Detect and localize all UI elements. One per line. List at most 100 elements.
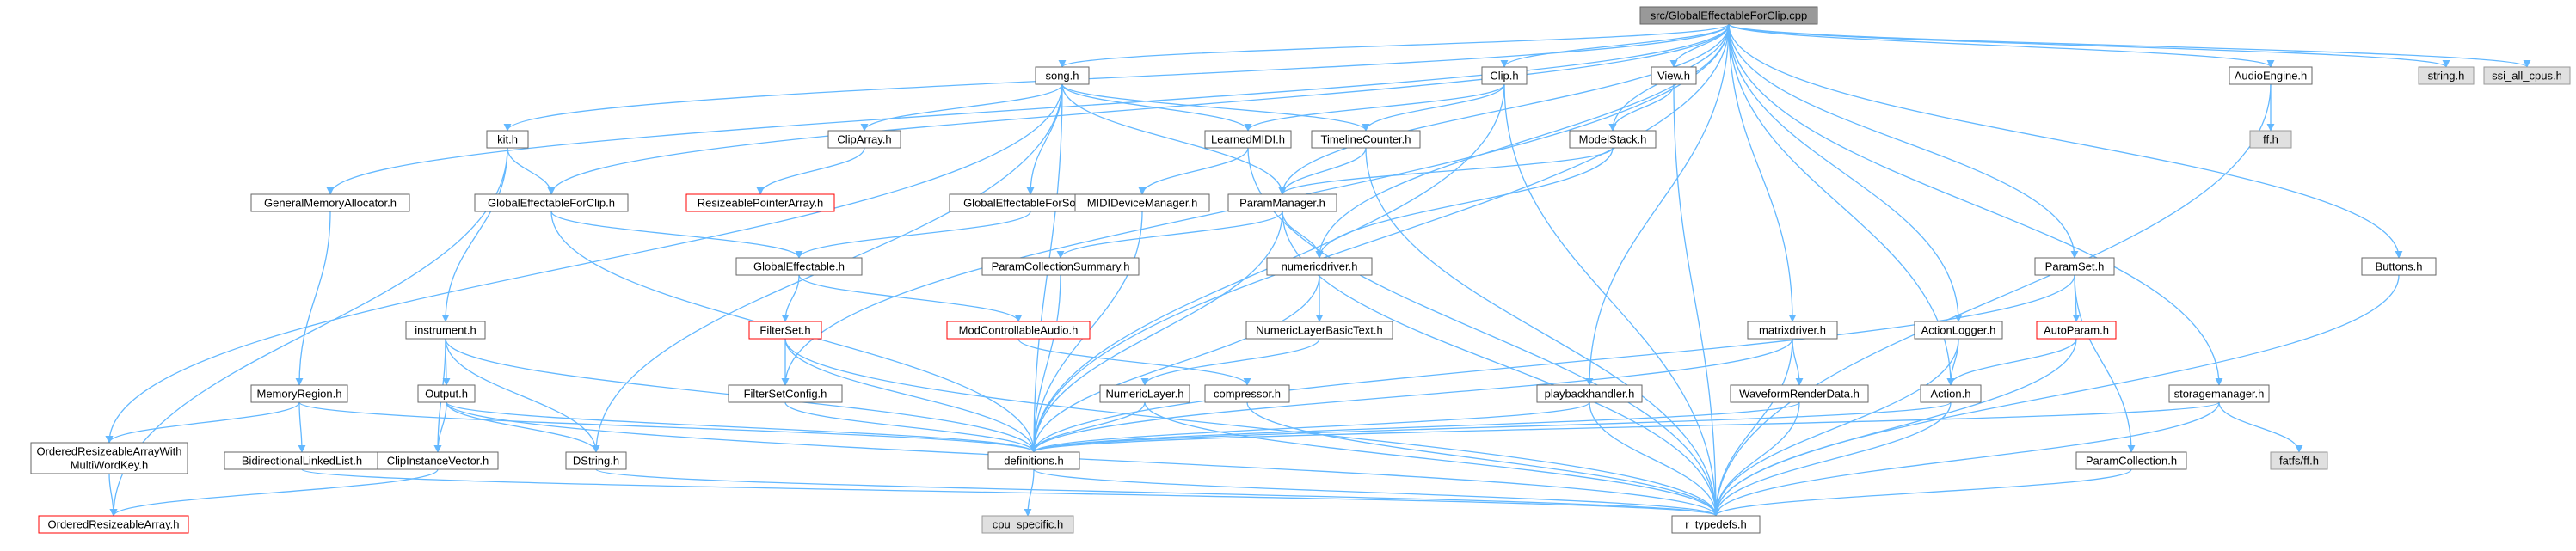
edge-parammanager-to-paramcollsum [1056,211,1283,259]
node-filterset[interactable]: FilterSet.h [748,321,822,340]
node-label-autoparam: AutoParam.h [2044,324,2109,337]
edge-root-to-song [1058,23,1730,68]
node-label-cliparray: ClipArray.h [837,133,891,146]
node-matrixdriver[interactable]: matrixdriver.h [1747,321,1838,340]
node-paramcollsum[interactable]: ParamCollectionSummary.h [981,257,1140,276]
node-autoparam[interactable]: AutoParam.h [2036,321,2117,340]
node-audioengine[interactable]: AudioEngine.h [2229,66,2313,85]
edge-output-to-clipinstvec [433,401,447,453]
node-storagemgr[interactable]: storagemanager.h [2168,384,2270,403]
node-learnedmidi[interactable]: LearnedMIDI.h [1204,130,1292,149]
node-box-modctrlaudio [946,321,1091,340]
node-modctrlaudio[interactable]: ModControllableAudio.h [946,321,1091,340]
node-box-numericlayer [1099,384,1190,403]
node-label-instrument: instrument.h [415,324,476,337]
node-output[interactable]: Output.h [417,384,476,403]
node-ssi[interactable]: ssi_all_cpus.h [2483,66,2571,85]
node-resizeptr[interactable]: ResizeablePointerArray.h [685,193,835,212]
node-modelstack[interactable]: ModelStack.h [1569,130,1657,149]
node-label-clipinstvec: ClipInstanceVector.h [387,455,489,468]
node-ora[interactable]: OrderedResizeableArray.h [38,515,189,534]
edge-memregion-to-ora_mwk [105,401,300,444]
node-fatfs[interactable]: fatfs/ff.h [2270,451,2328,470]
node-rtypedefs[interactable]: r_typedefs.h [1671,515,1761,534]
node-label-numlayerbasictext: NumericLayerBasicText.h [1256,324,1382,337]
node-ffh[interactable]: ff.h [2249,130,2292,149]
dependency-edges [105,23,2531,517]
edge-song-to-learnedmidi [1061,83,1252,132]
node-action[interactable]: Action.h [1920,384,1982,403]
node-song[interactable]: song.h [1035,66,1090,85]
node-mididevmgr[interactable]: MIDIDeviceManager.h [1074,193,1210,212]
edge-globaleff-to-modctrlaudio [798,274,1023,322]
node-label-buttons: Buttons.h [2376,260,2423,273]
edge-paramset-to-definitions [1030,274,2075,453]
node-label-parammanager: ParamManager.h [1239,197,1325,210]
edge-numericlayer-to-definitions [1030,401,1146,453]
node-box-globaleff [735,257,863,276]
node-gefc_h[interactable]: GlobalEffectableForClip.h [474,193,629,212]
node-memregion[interactable]: MemoryRegion.h [250,384,348,403]
node-globaleff[interactable]: GlobalEffectable.h [735,257,863,276]
node-clipinstvec[interactable]: ClipInstanceVector.h [377,451,499,470]
node-generalmem[interactable]: GeneralMemoryAllocator.h [250,193,410,212]
node-box-gefc_h [474,193,629,212]
node-definitions[interactable]: definitions.h [987,451,1080,470]
node-waveform[interactable]: WaveformRenderData.h [1730,384,1869,403]
edge-instrument-to-dstring [445,338,600,453]
edge-parammanager-to-numericdriver [1282,211,1324,259]
edge-root-to-gefc_h [547,23,1730,195]
node-box-numericdriver [1266,257,1373,276]
node-label-action: Action.h [1931,388,1971,401]
node-box-clip [1481,66,1528,85]
node-label-modctrlaudio: ModControllableAudio.h [959,324,1079,337]
node-bidir[interactable]: BidirectionalLinkedList.h [224,451,380,470]
node-label-waveform: WaveformRenderData.h [1739,388,1860,401]
node-instrument[interactable]: instrument.h [405,321,486,340]
node-gefsong[interactable]: GlobalEffectableForSong.h [949,193,1112,212]
edge-gefc_h-to-globaleff [550,211,803,259]
node-box-autoparam [2036,321,2117,340]
node-actionlogger[interactable]: ActionLogger.h [1914,321,2003,340]
node-numlayerbasictext[interactable]: NumericLayerBasicText.h [1245,321,1393,340]
node-playbackhandler[interactable]: playbackhandler.h [1536,384,1643,403]
node-label-definitions: definitions.h [1004,455,1063,468]
node-cliparray[interactable]: ClipArray.h [827,130,901,149]
edge-modelstack-to-numericdriver [1315,147,1614,259]
node-dstring[interactable]: DString.h [565,451,627,470]
node-label-string: string.h [2428,70,2465,83]
node-compressor[interactable]: compressor.h [1204,384,1290,403]
edge-globaleff-to-filterset [781,274,800,322]
node-numericdriver[interactable]: numericdriver.h [1266,257,1373,276]
node-filtersetconfig[interactable]: FilterSetConfig.h [728,384,843,403]
node-box-fatfs [2270,451,2328,470]
node-parammanager[interactable]: ParamManager.h [1227,193,1337,212]
node-label-paramcollsum: ParamCollectionSummary.h [992,260,1130,273]
node-clip[interactable]: Clip.h [1481,66,1528,85]
node-label-cpuspecific: cpu_specific.h [993,518,1063,531]
node-timelinecounter[interactable]: TimelineCounter.h [1311,130,1421,149]
edge-kit-to-gefc_h [507,147,556,195]
node-numericlayer[interactable]: NumericLayer.h [1099,384,1190,403]
node-paramcoll[interactable]: ParamCollection.h [2075,451,2187,470]
node-box-memregion [250,384,348,403]
node-root[interactable]: src/GlobalEffectableForClip.cpp [1639,6,1818,25]
edge-song-to-gefsong [1026,83,1063,195]
node-box-song [1035,66,1090,85]
node-label-mididevmgr: MIDIDeviceManager.h [1087,197,1198,210]
node-cpuspecific[interactable]: cpu_specific.h [981,515,1074,534]
edge-audioengine-to-rtypedefs [1712,83,2272,517]
node-view[interactable]: View.h [1651,66,1697,85]
edge-root-to-clip [1500,23,1730,68]
node-buttons[interactable]: Buttons.h [2361,257,2437,276]
node-box-rtypedefs [1671,515,1761,534]
node-label-gefc_h: GlobalEffectableForClip.h [488,197,615,210]
node-kit[interactable]: kit.h [486,130,529,149]
node-paramset[interactable]: ParamSet.h [2034,257,2115,276]
node-label-filterset: FilterSet.h [759,324,810,337]
node-box-kit [486,130,529,149]
node-string[interactable]: string.h [2418,66,2475,85]
